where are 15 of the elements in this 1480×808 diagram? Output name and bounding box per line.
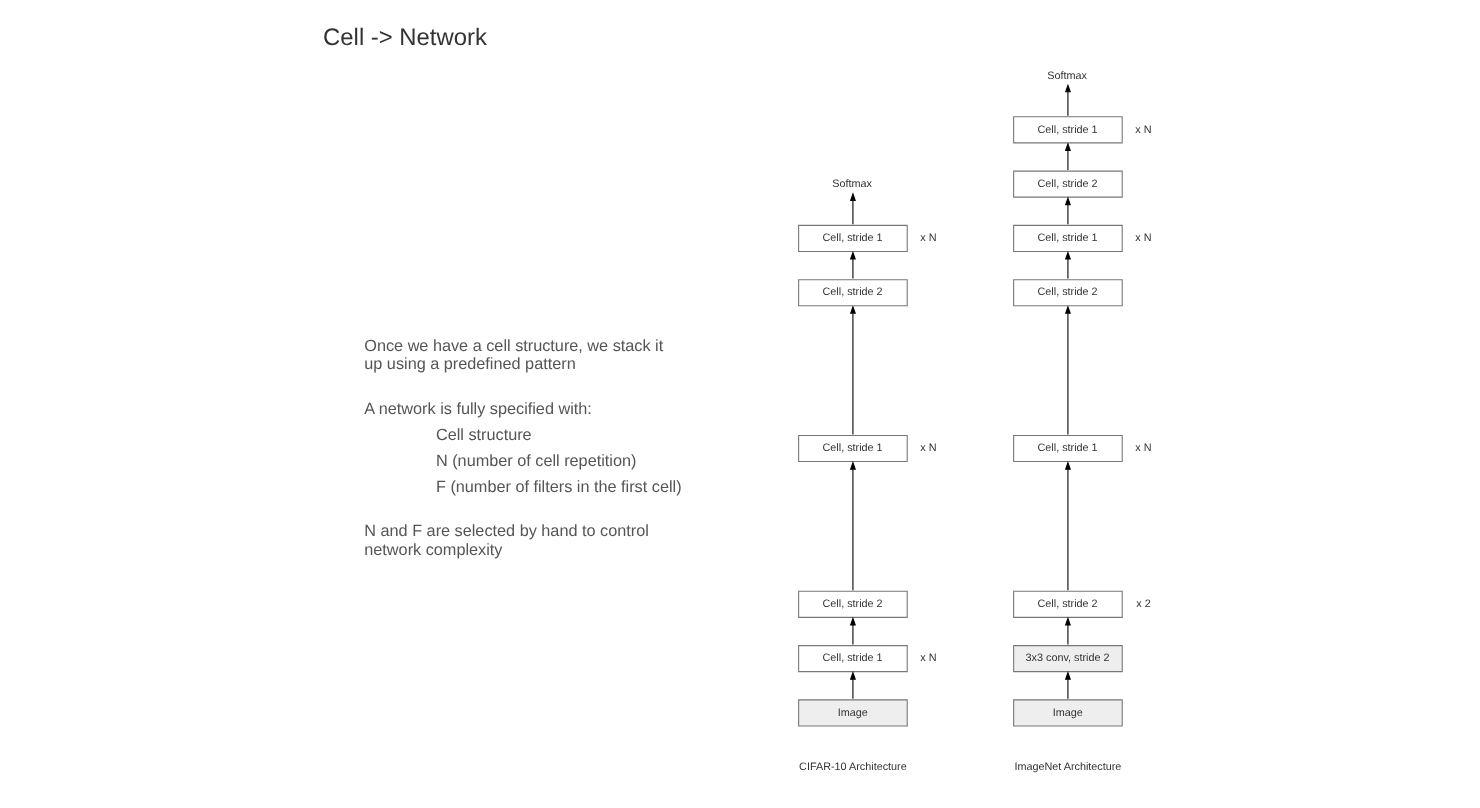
arrow [849, 461, 856, 591]
arrow [1064, 142, 1071, 171]
arrow [1064, 461, 1071, 591]
arrow [1064, 196, 1071, 225]
arrow [1064, 671, 1071, 700]
arrow [1064, 305, 1071, 435]
arrow [849, 671, 856, 700]
arrow [1064, 250, 1071, 280]
arrow [1064, 83, 1071, 117]
arrow [1064, 616, 1071, 646]
arrow [849, 305, 856, 435]
arrow [849, 616, 856, 646]
diagram-title: Cell -> Network [323, 22, 487, 51]
arrow [849, 192, 856, 225]
arrow [849, 250, 856, 280]
